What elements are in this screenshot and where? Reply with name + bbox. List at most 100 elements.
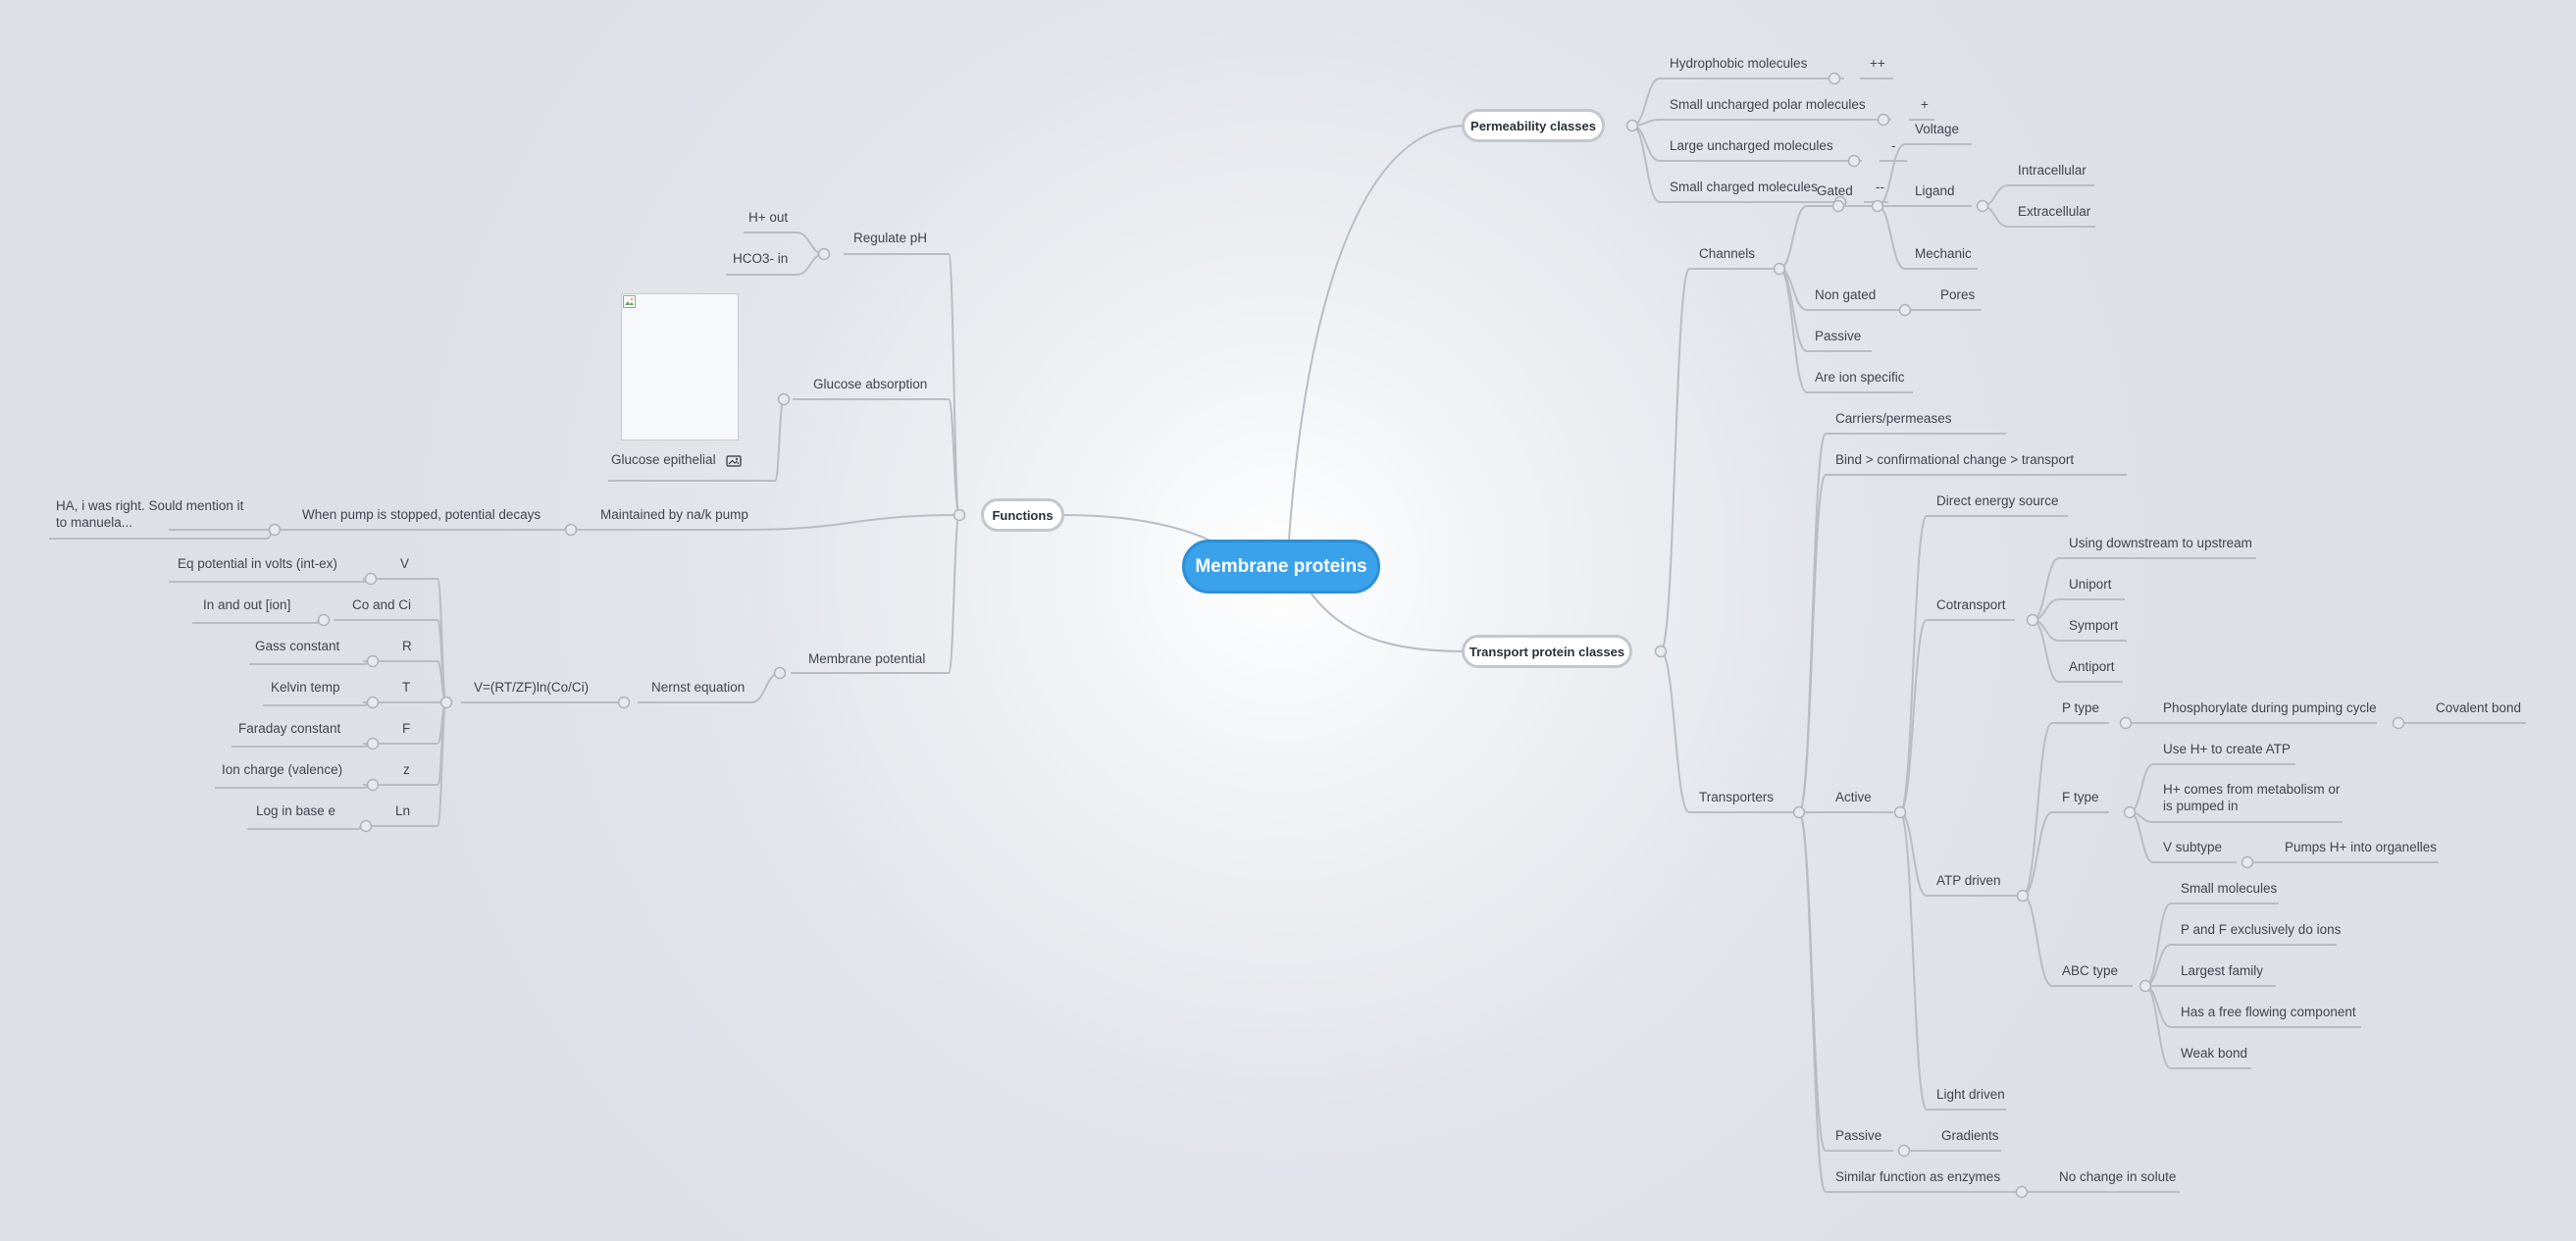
active-node[interactable]: Active [1835, 790, 1872, 804]
regulate-ph-node[interactable]: Regulate pH [853, 231, 928, 245]
formula-node[interactable]: V=(RT/ZF)ln(Co/Ci) [474, 680, 590, 695]
connector-line [750, 672, 781, 703]
image-icon[interactable] [726, 454, 742, 468]
term-symbol-v[interactable]: V [400, 556, 410, 571]
term-symbol-z[interactable]: z [403, 762, 410, 777]
term-symbol-t[interactable]: T [402, 680, 411, 695]
nernst-equation-node[interactable]: Nernst equation [651, 680, 746, 695]
hco3-in-node[interactable]: HCO3- in [733, 251, 789, 266]
abc-free-flowing-node[interactable]: Has a free flowing component [2181, 1005, 2356, 1019]
connector-line [2022, 811, 2053, 897]
f-type-node[interactable]: F type [2062, 790, 2099, 804]
perm-small-uncharged-node[interactable]: Small uncharged polar molecules [1670, 97, 1866, 112]
ha-note-node[interactable]: HA, i was right. Sould mention it to man… [56, 498, 244, 530]
perm-hydrophobic-rank[interactable]: ++ [1870, 56, 1885, 71]
abc-type-node[interactable]: ABC type [2062, 963, 2119, 978]
collapse-knob [359, 819, 373, 833]
collapse-knob [817, 247, 831, 261]
term-meaning-v[interactable]: Eq potential in volts (int-ex) [178, 556, 337, 571]
term-meaning-z[interactable]: Ion charge (valence) [222, 762, 343, 777]
connector-line [1877, 205, 1906, 270]
antiport-node[interactable]: Antiport [2069, 659, 2115, 674]
transporters-passive-node[interactable]: Passive [1835, 1128, 1882, 1143]
no-change-solute-node[interactable]: No change in solute [2059, 1169, 2177, 1184]
perm-small-charged-rank[interactable]: -- [1876, 180, 1884, 194]
maintained-by-pump-node[interactable]: Maintained by na/k pump [600, 507, 748, 522]
term-symbol-ln[interactable]: Ln [395, 803, 411, 818]
non-gated-node[interactable]: Non gated [1815, 287, 1877, 302]
collapse-knob [777, 392, 791, 406]
phosphorylate-node[interactable]: Phosphorylate during pumping cycle [2163, 700, 2377, 715]
channels-passive-node[interactable]: Passive [1815, 329, 1862, 343]
atp-driven-node[interactable]: ATP driven [1936, 873, 2001, 888]
downstream-node[interactable]: Using downstream to upstream [2069, 536, 2252, 550]
collapse-knob [1654, 645, 1668, 658]
abc-small-molecules-node[interactable]: Small molecules [2181, 881, 2278, 896]
permeability-classes-node[interactable]: Permeability classes [1462, 109, 1605, 142]
term-meaning-f[interactable]: Faraday constant [238, 721, 341, 736]
collapse-knob [366, 696, 380, 709]
collapse-knob [1877, 113, 1890, 127]
root-node[interactable]: Membrane proteins [1182, 540, 1380, 594]
collapse-knob [2026, 613, 2039, 627]
term-symbol-f[interactable]: F [402, 721, 411, 736]
carriers-node[interactable]: Carriers/permeases [1835, 411, 1952, 426]
cotransport-node[interactable]: Cotransport [1936, 597, 2006, 612]
glucose-absorption-node[interactable]: Glucose absorption [813, 377, 928, 391]
covalent-bond-node[interactable]: Covalent bond [2436, 700, 2522, 715]
similar-enzymes-node[interactable]: Similar function as enzymes [1835, 1169, 2001, 1184]
collapse-knob [439, 696, 453, 709]
glucose-epithelial-image[interactable] [621, 293, 739, 440]
extracellular-node[interactable]: Extracellular [2018, 204, 2091, 219]
symport-node[interactable]: Symport [2069, 618, 2119, 633]
gated-node[interactable]: Gated [1817, 183, 1853, 198]
collapse-knob [1828, 72, 1841, 85]
perm-large-uncharged-node[interactable]: Large uncharged molecules [1670, 138, 1833, 153]
perm-large-uncharged-rank[interactable]: - [1891, 138, 1896, 153]
term-symbol-co-ci[interactable]: Co and Ci [352, 597, 412, 612]
gradients-node[interactable]: Gradients [1941, 1128, 1999, 1143]
transporters-node[interactable]: Transporters [1699, 790, 1775, 804]
membrane-potential-node[interactable]: Membrane potential [808, 651, 926, 666]
mechanic-node[interactable]: Mechanic [1915, 246, 1972, 261]
intracellular-node[interactable]: Intracellular [2018, 163, 2087, 178]
ion-specific-node[interactable]: Are ion specific [1815, 370, 1905, 385]
bind-node[interactable]: Bind > confirmational change > transport [1835, 452, 2075, 467]
pores-node[interactable]: Pores [1940, 287, 1976, 302]
functions-node[interactable]: Functions [981, 498, 1064, 532]
h-out-node[interactable]: H+ out [748, 210, 789, 225]
abc-weak-bond-node[interactable]: Weak bond [2181, 1046, 2248, 1060]
v-subtype-node[interactable]: V subtype [2163, 840, 2223, 854]
connector-line [1899, 515, 1928, 813]
term-meaning-ln[interactable]: Log in base e [256, 803, 336, 818]
p-type-node[interactable]: P type [2062, 700, 2100, 715]
h-comes-node[interactable]: H+ comes from metabolism or is pumped in [2163, 782, 2341, 813]
pump-stopped-node[interactable]: When pump is stopped, potential decays [302, 507, 541, 522]
collapse-knob [2015, 1185, 2029, 1199]
abc-largest-family-node[interactable]: Largest family [2181, 963, 2264, 978]
connector-line [1899, 811, 1928, 1111]
term-meaning-r[interactable]: Gass constant [255, 639, 340, 653]
channels-node[interactable]: Channels [1699, 246, 1756, 261]
collapse-knob [366, 737, 380, 750]
perm-hydrophobic-node[interactable]: Hydrophobic molecules [1670, 56, 1808, 71]
perm-small-uncharged-rank[interactable]: + [1921, 97, 1929, 112]
ligand-node[interactable]: Ligand [1915, 183, 1955, 198]
connector-line [948, 514, 960, 674]
term-symbol-r[interactable]: R [402, 639, 412, 653]
collapse-knob [1897, 1144, 1911, 1158]
perm-small-charged-node[interactable]: Small charged molecules [1670, 180, 1818, 194]
use-h-node[interactable]: Use H+ to create ATP [2163, 742, 2291, 756]
light-driven-node[interactable]: Light driven [1936, 1087, 2005, 1102]
voltage-node[interactable]: Voltage [1915, 122, 1960, 136]
term-meaning-co-ci[interactable]: In and out [ion] [203, 597, 291, 612]
direct-energy-node[interactable]: Direct energy source [1936, 493, 2059, 508]
uniport-node[interactable]: Uniport [2069, 577, 2112, 592]
abc-p-f-ions-node[interactable]: P and F exclusively do ions [2181, 922, 2342, 937]
transport-protein-classes-node[interactable]: Transport protein classes [1462, 635, 1632, 668]
connector-line [1798, 474, 1827, 813]
term-meaning-t[interactable]: Kelvin temp [271, 680, 340, 695]
pumps-h-node[interactable]: Pumps H+ into organelles [2285, 840, 2437, 854]
